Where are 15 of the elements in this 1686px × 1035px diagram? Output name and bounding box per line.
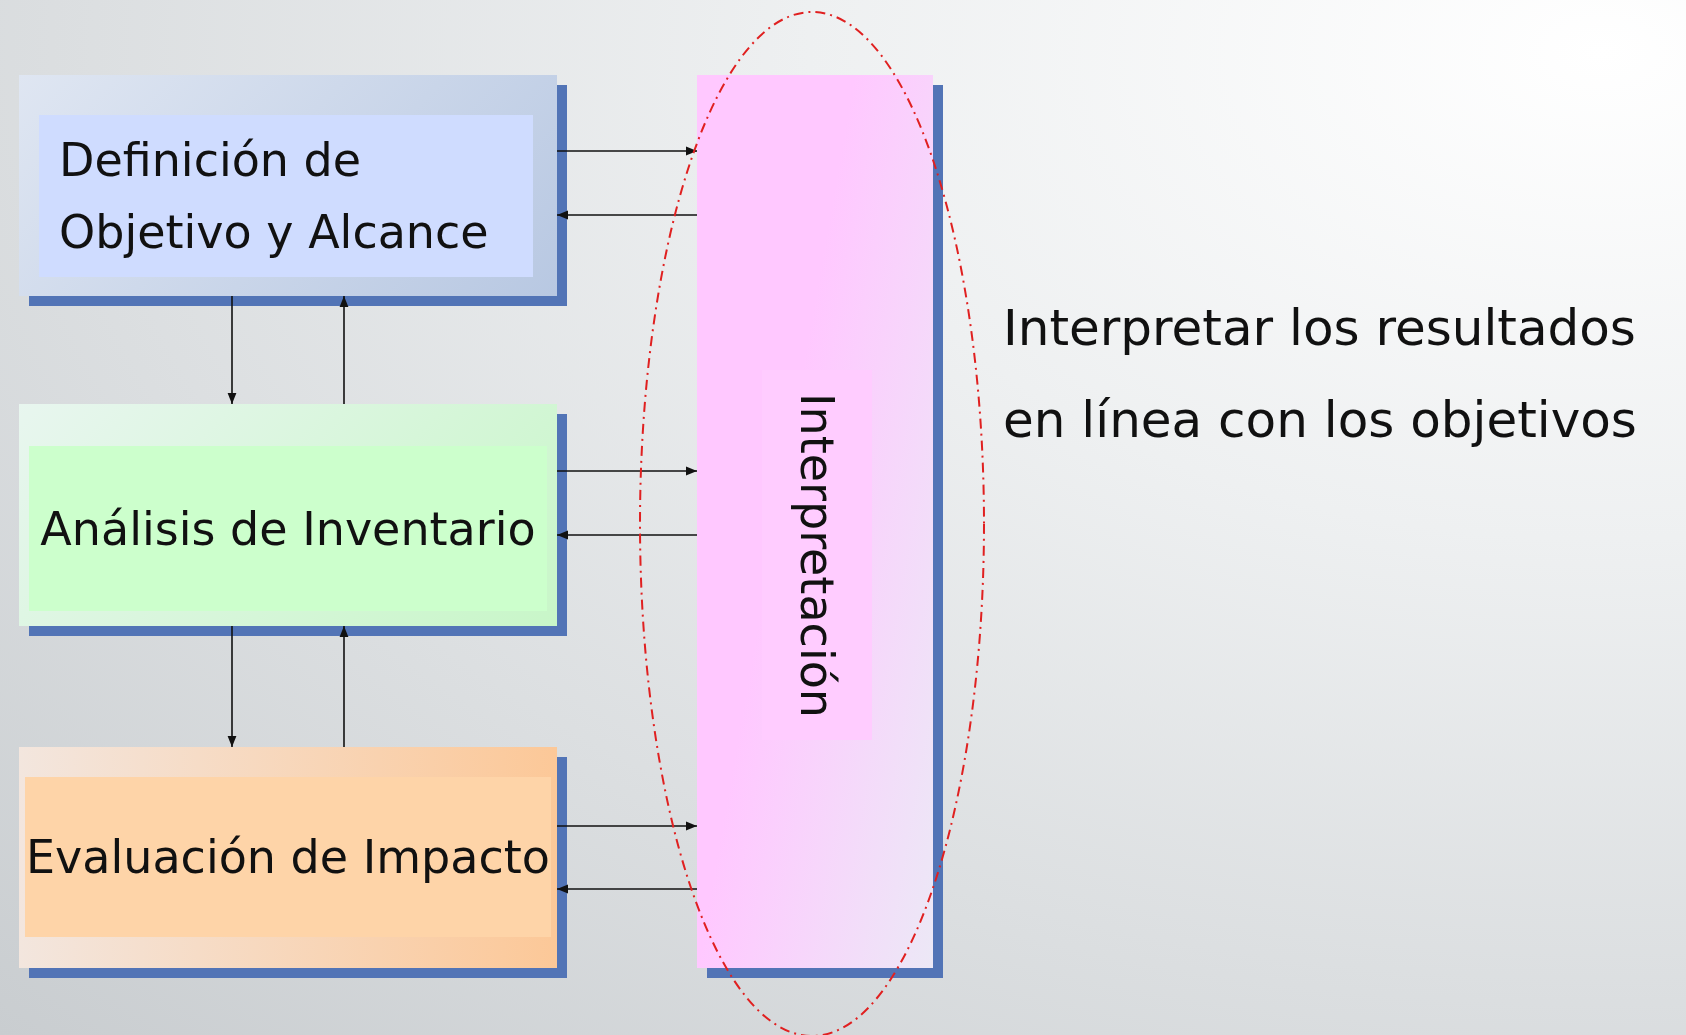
- arrow: [556, 530, 698, 540]
- box-label: Análisis de Inventario: [40, 500, 536, 558]
- box-label: Interpretación: [791, 392, 843, 718]
- arrow: [556, 210, 698, 220]
- box-label: Evaluación de Impacto: [26, 829, 550, 886]
- arrow: [556, 884, 698, 894]
- arrow: [227, 295, 237, 405]
- arrow: [339, 295, 349, 405]
- note-text: Interpretar los resultados en línea con los objetivos: [1003, 298, 1638, 451]
- arrow: [227, 625, 237, 748]
- arrow: [556, 146, 698, 156]
- arrow: [556, 821, 698, 831]
- arrow: [556, 466, 698, 476]
- box-label: Definición de Objetivo y Alcance: [59, 132, 490, 261]
- arrow: [339, 625, 349, 748]
